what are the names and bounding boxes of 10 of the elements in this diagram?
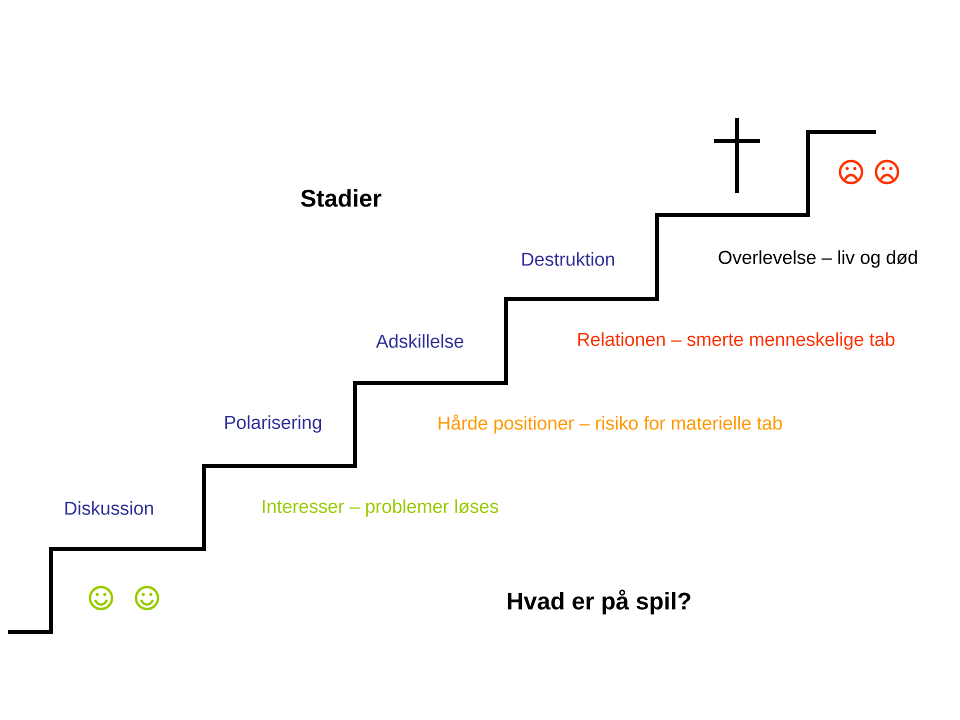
stake-label: Overlevelse – liv og død [718, 250, 917, 268]
stage-label: Polarisering [225, 415, 322, 433]
stake-label: Hårde positioner – risiko for materielle tab [438, 414, 782, 434]
stage-label: Adskillelse [376, 334, 464, 348]
stake-label: Interesser – problemer løses [262, 499, 498, 517]
stake-label: Relationen – smerte menneskelige tab [578, 332, 894, 350]
heading: Hvad er på spil? [508, 590, 690, 614]
stage-label: Destruktion [522, 252, 614, 266]
stage-label: Diskussion [65, 501, 153, 515]
heading: Stadier [301, 189, 382, 207]
